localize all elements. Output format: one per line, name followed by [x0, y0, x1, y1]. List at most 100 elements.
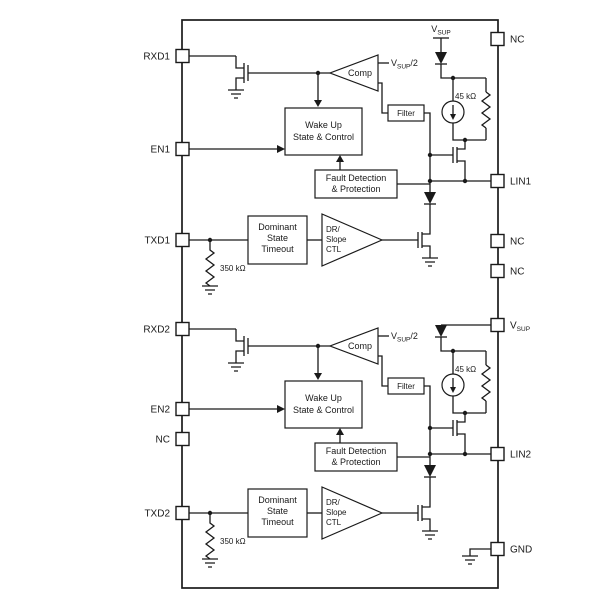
- arrow-fault-to-wakeup-icon: [336, 155, 344, 162]
- rxd-driver-mosfet: [235, 329, 249, 363]
- arrow-comp-to-wakeup-icon: [314, 373, 322, 380]
- lin-clamp-diode-icon: [424, 192, 436, 205]
- pin-nc-right-3: [490, 263, 505, 279]
- pin-nc-left: [175, 431, 190, 447]
- vsup-half-reference-label: VSUP/2: [391, 331, 418, 344]
- filter-block: [387, 104, 425, 122]
- arrow-comp-to-wakeup-icon: [314, 100, 322, 107]
- junction-dot: [450, 348, 456, 354]
- pin-label-en1: EN1: [151, 145, 171, 156]
- receiver-comparator: [328, 327, 379, 365]
- vsup-half-reference-label: VSUP/2: [391, 58, 418, 71]
- pin-label-rxd1: RXD1: [143, 52, 170, 63]
- junction-dot: [427, 178, 433, 184]
- pullup-resistor-label: 45 kΩ: [455, 365, 476, 374]
- gnd-pin-wire: [469, 548, 491, 556]
- timeout-label-line1: Dominant: [258, 222, 297, 232]
- lin-pullup-resistor: [480, 91, 492, 129]
- slope-label-line3: CTL: [326, 518, 342, 527]
- filter-block: [387, 377, 425, 395]
- fault-detection-block: [314, 169, 398, 199]
- supply-diode-icon: [435, 52, 447, 65]
- arrow-en2-icon: [277, 405, 285, 413]
- pin-label-rxd2: RXD2: [143, 325, 170, 336]
- comparator-label: Comp: [348, 341, 372, 351]
- pin-nc-right-2: [490, 233, 505, 249]
- pin-label-nc-right-3: NC: [510, 267, 524, 278]
- current-source-icon: [441, 100, 465, 124]
- top-vsup-label: VSUP: [431, 24, 450, 37]
- arrow-fault-to-wakeup-icon: [336, 428, 344, 435]
- pin-txd1: [175, 232, 190, 248]
- channel-2: Comp VSUP/2 Filter Wake Up State & Contr…: [189, 325, 492, 568]
- pin-label-lin1: LIN1: [510, 177, 532, 188]
- pin-en1: [175, 141, 190, 157]
- lin-output-mosfet: [417, 489, 431, 531]
- pin-label-nc-right-1: NC: [510, 35, 524, 46]
- comparator-label: Comp: [348, 68, 372, 78]
- timeout-label-line2: State: [267, 506, 288, 516]
- pin-gnd: [490, 541, 505, 557]
- fault-label-line2: & Protection: [331, 457, 380, 467]
- slope-label-line2: Slope: [326, 508, 347, 517]
- pin-label-lin2: LIN2: [510, 450, 532, 461]
- txd-resistor-label: 350 kΩ: [220, 264, 246, 273]
- txd-pulldown-resistor: [204, 513, 216, 560]
- lin-pullup-resistor: [480, 364, 492, 402]
- junction-dot: [315, 343, 321, 349]
- pullup-resistor-label: 45 kΩ: [455, 92, 476, 101]
- pin-nc-right-1: [490, 31, 505, 47]
- fault-label-line1: Fault Detection: [326, 173, 387, 183]
- receiver-comparator: [328, 54, 379, 92]
- channel-1: Comp VSUP/2 Filter Wake Up State & Contr…: [189, 52, 492, 295]
- pin-en2: [175, 401, 190, 417]
- pin-label-txd2: TXD2: [144, 509, 170, 520]
- ground-icon: [202, 285, 218, 295]
- timeout-label-line3: Timeout: [261, 517, 294, 527]
- junction-dot: [315, 70, 321, 76]
- wakeup-label-line1: Wake Up: [305, 120, 342, 130]
- fault-label-line1: Fault Detection: [326, 446, 387, 456]
- lin-highside-mosfet: [452, 140, 466, 181]
- arrow-en1-icon: [277, 145, 285, 153]
- slope-label-line1: DR/: [326, 498, 341, 507]
- wakeup-label-line1: Wake Up: [305, 393, 342, 403]
- wakeup-state-control-block: [284, 380, 363, 429]
- pin-label-en2: EN2: [151, 405, 171, 416]
- junction-dot: [450, 75, 456, 81]
- pin-label-gnd: GND: [510, 545, 532, 556]
- slope-control-driver: [321, 486, 384, 540]
- timeout-label-line1: Dominant: [258, 495, 297, 505]
- pin-txd2: [175, 505, 190, 521]
- pin-label-nc-left: NC: [156, 435, 170, 446]
- slope-control-driver: [321, 213, 384, 267]
- ground-icon: [422, 530, 438, 540]
- pin-lin2: [490, 446, 505, 462]
- wakeup-label-line2: State & Control: [293, 132, 354, 142]
- timeout-label-line3: Timeout: [261, 244, 294, 254]
- ground-icon: [228, 362, 244, 372]
- wakeup-label-line2: State & Control: [293, 405, 354, 415]
- supply-diode-icon: [435, 325, 447, 338]
- junction-dot: [427, 425, 433, 431]
- slope-label-line2: Slope: [326, 235, 347, 244]
- filter-label: Filter: [397, 109, 415, 118]
- lin-highside-mosfet: [452, 413, 466, 454]
- ground-icon: [422, 257, 438, 267]
- channel-wires: [189, 328, 491, 514]
- pin-lin1: [490, 173, 505, 189]
- junction-dot: [427, 451, 433, 457]
- timeout-label-line2: State: [267, 233, 288, 243]
- ground-icon: [228, 89, 244, 99]
- fault-detection-block: [314, 442, 398, 472]
- pin-vsup: [490, 317, 505, 333]
- pin-label-nc-right-2: NC: [510, 237, 524, 248]
- pin-rxd2: [175, 321, 190, 337]
- lin-clamp-diode-icon: [424, 465, 436, 478]
- filter-label: Filter: [397, 382, 415, 391]
- dominant-state-timeout-block: [247, 488, 308, 538]
- ground-icon: [462, 555, 478, 565]
- rxd-driver-mosfet: [235, 56, 249, 90]
